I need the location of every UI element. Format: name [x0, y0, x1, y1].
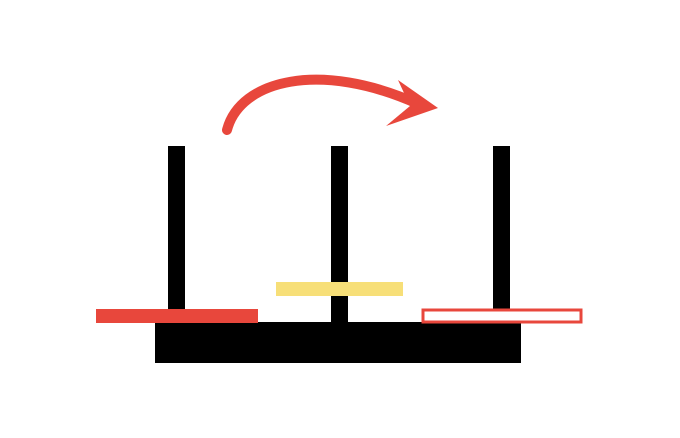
disk-left-red	[96, 309, 258, 323]
curved-arrow-icon	[222, 74, 438, 135]
disk-middle-yellow	[276, 282, 403, 296]
base	[155, 322, 521, 363]
arrow-head	[386, 80, 438, 126]
arrow-shaft	[222, 74, 423, 135]
peg-middle	[331, 146, 348, 324]
peg-right	[493, 146, 510, 324]
peg-left	[168, 146, 185, 324]
disk-right-outline	[421, 308, 583, 324]
